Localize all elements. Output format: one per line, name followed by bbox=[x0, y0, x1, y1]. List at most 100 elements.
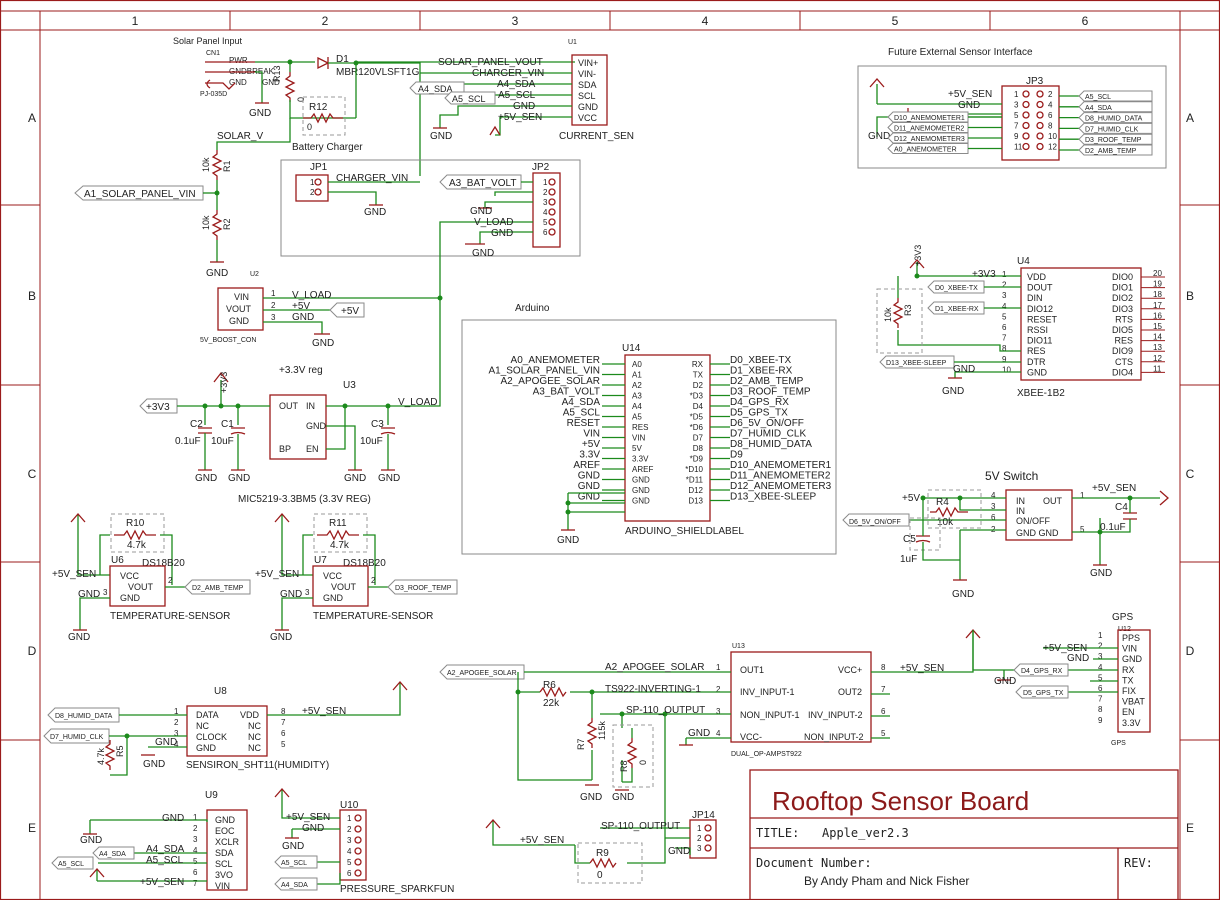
u10-ref: U10 bbox=[340, 800, 359, 811]
temp-sensor-name: TEMPERATURE-SENSOR bbox=[313, 611, 433, 622]
pin-num: 3 bbox=[305, 588, 310, 597]
r13-value: 0 bbox=[296, 97, 306, 102]
u1-net: SOLAR_PANEL_VOUT bbox=[438, 57, 543, 68]
a1-solar-flag: A1_SOLAR_PANEL_VIN bbox=[84, 189, 196, 200]
jp3-right-net: D2_AMB_TEMP bbox=[1085, 148, 1137, 155]
u3-pin: OUT bbox=[279, 401, 299, 411]
u8-pin: DATA bbox=[196, 710, 219, 720]
gnd-label: GND bbox=[68, 632, 90, 643]
arduino-u14: Arduino U14 A0A0_ANEMOMETERA1A1_SOLAR_PA… bbox=[461, 303, 837, 555]
gnd-label: GND bbox=[1090, 568, 1112, 579]
r10-ref: R10 bbox=[126, 518, 145, 529]
u14-pin-label: D2 bbox=[693, 381, 704, 390]
jp3-pin-num: 2 bbox=[1048, 90, 1053, 99]
column-label: 6 bbox=[1082, 14, 1089, 28]
d7-humid-flag: D7_HUMID_CLK bbox=[50, 734, 104, 741]
u8-pin: NC bbox=[248, 743, 261, 753]
row-label: B bbox=[28, 289, 36, 303]
jp3-left-flags: D10_ANEMOMETER1D11_ANEMOMETER2D12_ANEMOM… bbox=[887, 111, 1002, 154]
jp3-pin-num: 10 bbox=[1048, 132, 1057, 141]
pin-num: 1 bbox=[697, 824, 702, 833]
u2-pin-num: 1 bbox=[271, 289, 276, 298]
gnd-label: GND bbox=[994, 676, 1016, 687]
gnd-label: GND bbox=[312, 338, 334, 349]
title-label: TITLE: bbox=[756, 826, 799, 840]
r5-ref: R5 bbox=[115, 745, 125, 757]
pin-num: 6 bbox=[881, 707, 886, 716]
ds-name: DS18B20 bbox=[343, 558, 386, 569]
boost-converter-u2: U2 VIN VOUT GND 5V_BOOST_CON 1 2 3 V_LOA… bbox=[200, 271, 443, 349]
u8-name: SENSIRON_SHT11(HUMIDITY) bbox=[186, 760, 329, 771]
gnd-label: GND bbox=[195, 473, 217, 484]
jp3-pin bbox=[1036, 132, 1044, 140]
u14-right-net: D2_AMB_TEMP bbox=[730, 376, 804, 387]
d1-value: MBR120VLSFT1G bbox=[336, 67, 420, 78]
c4-ref: C4 bbox=[1115, 502, 1128, 513]
title-value: Apple_ver2.3 bbox=[822, 826, 909, 840]
u8-pin: VDD bbox=[240, 710, 260, 720]
u13-pin: OUT2 bbox=[838, 687, 862, 697]
p3v3-net: +3V3 bbox=[972, 269, 996, 280]
c3-value: 10uF bbox=[360, 436, 383, 447]
u14-right-net: D8_HUMID_DATA bbox=[730, 439, 812, 450]
gnd-label: GND bbox=[952, 589, 974, 600]
u14-right-net: D3_ROOF_TEMP bbox=[730, 387, 811, 398]
u14-name: ARDUINO_SHIELDLABEL bbox=[625, 526, 744, 537]
c1-value: 10uF bbox=[211, 436, 234, 447]
r11-ref: R11 bbox=[329, 518, 347, 529]
r7-ref: R7 bbox=[576, 738, 586, 750]
column-label: 3 bbox=[512, 14, 519, 28]
u2-pin: VOUT bbox=[226, 304, 252, 314]
sp110-net: SP-110_OUTPUT bbox=[601, 821, 680, 832]
section-title: Solar Panel Input bbox=[173, 36, 243, 46]
u14-pin-label: RX bbox=[692, 360, 704, 369]
pin-num: 1 bbox=[347, 814, 352, 823]
u12-pin: GND bbox=[1122, 654, 1143, 664]
a4-sda-flag: A4_SDA bbox=[418, 84, 453, 94]
u14-pin-label: A4 bbox=[632, 402, 642, 411]
u14-pin-label: A2 bbox=[632, 381, 642, 390]
row-label: E bbox=[1186, 821, 1194, 835]
u13-pin: OUT1 bbox=[740, 665, 764, 675]
gnd-label: GND bbox=[78, 589, 100, 600]
u4-left-pin: DTR bbox=[1027, 357, 1046, 367]
u4-left-pin: GND bbox=[1027, 367, 1048, 377]
d4-gps-flag: D4_GPS_RX bbox=[1021, 668, 1063, 675]
u8-pin: GND bbox=[196, 743, 217, 753]
u4-left-pin: RSSI bbox=[1027, 325, 1048, 335]
u1-net: GND bbox=[513, 101, 535, 112]
u1-net: CHARGER_VIN bbox=[472, 68, 544, 79]
pin-num: 2 bbox=[174, 718, 179, 727]
p5v-sen-net: +5V_SEN bbox=[52, 569, 96, 580]
humidity-sensor-u8: U8 DATA NC CLOCK GND VDD NC NC NC 1 2 3 … bbox=[43, 681, 408, 776]
a5-scl-flag: A5_SCL bbox=[281, 860, 307, 867]
u14-pin-label: D12 bbox=[688, 486, 703, 495]
r13-ref: R13 bbox=[272, 65, 282, 82]
u14-pin-label: *D6 bbox=[690, 423, 704, 432]
u14-pin-label: 5V bbox=[632, 444, 642, 453]
a2-apogee-flag: A2_APOGEE_SOLAR bbox=[447, 670, 517, 677]
a5-scl-flag: A5_SCL bbox=[58, 861, 84, 868]
u7-ref: U7 bbox=[314, 555, 327, 566]
jp3-right-flag bbox=[1078, 144, 1153, 156]
u4-name: XBEE-1B2 bbox=[1017, 388, 1065, 399]
a2-apogee-net: A2_APOGEE_SOLAR bbox=[605, 662, 705, 673]
temp-pin: GND bbox=[323, 593, 344, 603]
u4-pin-num: 4 bbox=[1002, 302, 1007, 311]
a4-sda-net: A4_SDA bbox=[146, 844, 185, 855]
gnd-label: GND bbox=[155, 737, 177, 748]
gnd-label: GND bbox=[953, 364, 975, 375]
u12-pin-num: 8 bbox=[1098, 705, 1103, 714]
gnd-label: GND bbox=[557, 535, 579, 546]
pin-num: 4 bbox=[347, 847, 352, 856]
u13-pin: VCC- bbox=[740, 732, 762, 742]
u3-pin: GND bbox=[306, 421, 327, 431]
r4-ref: R4 bbox=[936, 497, 949, 508]
jp3-right-net: D8_HUMID_DATA bbox=[1085, 116, 1143, 123]
r12-value: 0 bbox=[307, 122, 312, 132]
u4-right-pin: RTS bbox=[1115, 314, 1133, 324]
c5-ref: C5 bbox=[903, 534, 916, 545]
u1-pin: GND bbox=[578, 102, 599, 112]
